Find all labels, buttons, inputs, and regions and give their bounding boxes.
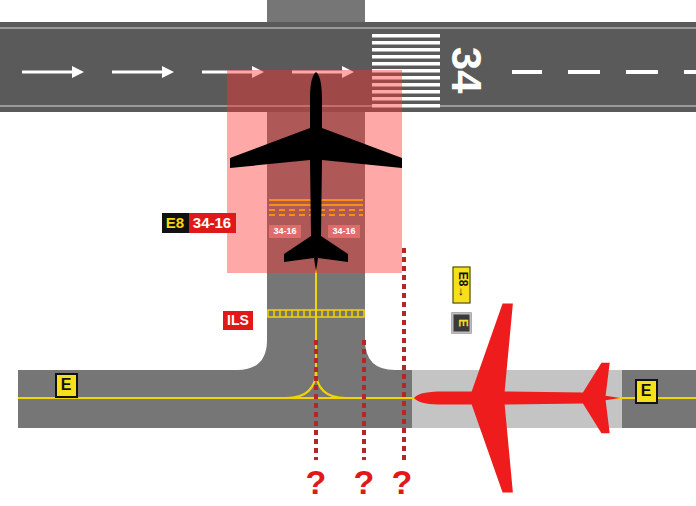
fillet: [237, 340, 267, 372]
question-mark: ?: [354, 465, 375, 499]
red-aircraft: [414, 303, 620, 492]
fillet: [365, 340, 395, 372]
painted-runway-marking: 34-16: [269, 225, 301, 238]
black-aircraft: [230, 72, 402, 272]
sign-text: 34-16: [273, 226, 296, 236]
sign-text: E8: [166, 214, 184, 231]
runway-centerline: [512, 70, 696, 74]
ils-hold-rungs: [274, 310, 358, 317]
direction-sign: E8→: [452, 267, 470, 304]
runway-edge: [0, 27, 696, 29]
runway-designator: 34: [445, 47, 487, 94]
painted-runway-marking: 34-16: [328, 225, 360, 238]
taxiway-sign: E: [635, 379, 658, 404]
sign-text: E: [61, 376, 72, 394]
mandatory-sign: 34-16: [189, 213, 236, 233]
sign-text: 34-16: [193, 214, 231, 231]
hotspot-overlay: [227, 70, 402, 273]
question-mark: ?: [392, 465, 413, 499]
taxiway-stub: [267, 0, 365, 24]
sign-text: 34-16: [332, 226, 355, 236]
question-mark: ?: [306, 465, 327, 499]
location-sign: E8: [162, 213, 189, 233]
sign-text: ILS: [227, 312, 249, 328]
taxiway-sign: E: [55, 373, 78, 398]
sign-text: E: [454, 319, 468, 327]
ils-sign: ILS: [223, 311, 253, 330]
sign-text: E: [641, 382, 652, 400]
location-sign: E: [451, 313, 471, 334]
lead-in-curves: [286, 370, 346, 398]
dotted-leader: [316, 248, 404, 460]
ils-hold-marking: [268, 310, 364, 317]
sign-text: E8→: [454, 272, 468, 299]
